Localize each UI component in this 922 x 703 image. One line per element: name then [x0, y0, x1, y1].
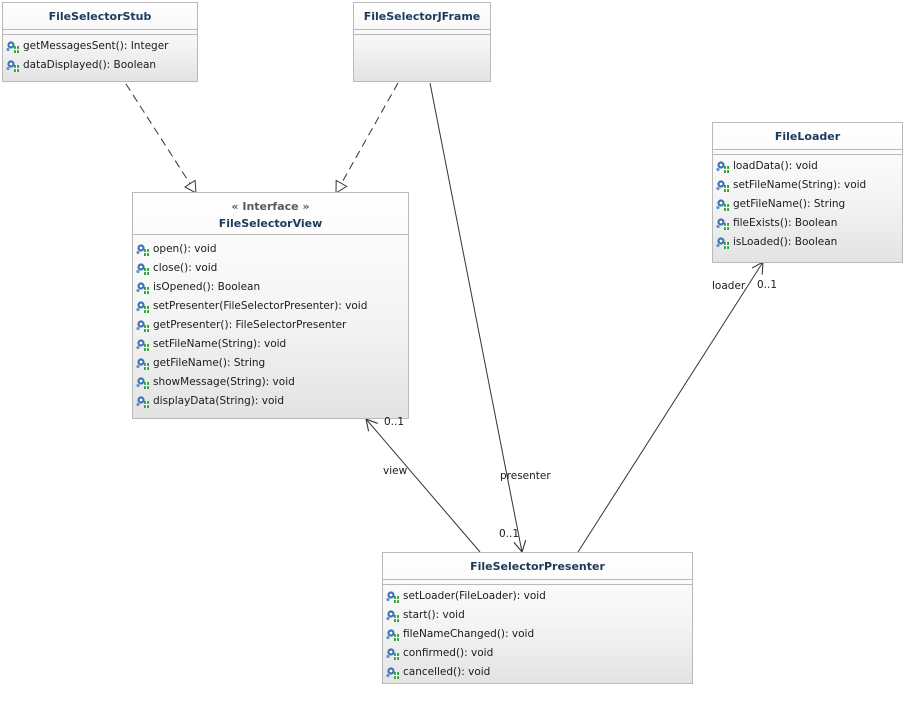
operations-compartment: getMessagesSent(): Integer dataDisplayed(… — [3, 35, 197, 75]
method-icon — [136, 338, 149, 351]
operation-row[interactable]: close(): void — [133, 259, 408, 278]
operation-label: close(): void — [153, 262, 218, 274]
operation-label: setPresenter(FileSelectorPresenter): voi… — [153, 300, 368, 312]
class-name: FileSelectorStub — [48, 10, 152, 23]
class-name: FileLoader — [774, 130, 841, 143]
operation-label: setFileName(String): void — [153, 338, 287, 350]
operation-row[interactable]: loadData(): void — [713, 157, 902, 176]
presenter-multiplicity-label: 0..1 — [499, 528, 520, 540]
operation-label: showMessage(String): void — [153, 376, 295, 388]
association-jframe-presenter — [429, 82, 527, 554]
operation-row[interactable]: setFileName(String): void — [713, 176, 902, 195]
operation-label: open(): void — [153, 243, 217, 255]
operation-row[interactable]: open(): void — [133, 240, 408, 259]
method-icon — [6, 59, 19, 72]
operation-row[interactable]: getFileName(): String — [133, 354, 408, 373]
operation-row[interactable]: setFileName(String): void — [133, 335, 408, 354]
class-file-loader[interactable]: FileLoader loadData(): void setFileName(S… — [712, 122, 903, 263]
loader-multiplicity-label: 0..1 — [757, 279, 778, 291]
operation-row[interactable]: getFileName(): String — [713, 195, 902, 214]
method-icon — [386, 590, 399, 603]
operation-row[interactable]: dataDisplayed(): Boolean — [3, 56, 197, 75]
operation-label: cancelled(): void — [403, 666, 491, 678]
operation-label: fileNameChanged(): void — [403, 628, 535, 640]
method-icon — [386, 647, 399, 660]
method-icon — [716, 160, 729, 173]
operations-compartment: open(): void close(): void isOpened(): Boo… — [133, 235, 408, 411]
class-file-selector-presenter[interactable]: FileSelectorPresenter setLoader(FileLoad… — [382, 552, 693, 684]
method-icon — [716, 236, 729, 249]
operation-row[interactable]: getPresenter(): FileSelectorPresenter — [133, 316, 408, 335]
view-role-label: view — [383, 465, 408, 477]
method-icon — [136, 300, 149, 313]
operation-row[interactable]: isLoaded(): Boolean — [713, 233, 902, 252]
operation-label: isOpened(): Boolean — [153, 281, 261, 293]
method-icon — [136, 357, 149, 370]
operation-label: start(): void — [403, 609, 465, 621]
operation-row[interactable]: confirmed(): void — [383, 644, 692, 663]
operation-row[interactable]: fileNameChanged(): void — [383, 625, 692, 644]
operation-row[interactable]: setLoader(FileLoader): void — [383, 587, 692, 606]
operation-label: getMessagesSent(): Integer — [23, 40, 169, 52]
association-presenter-view — [365, 418, 481, 553]
method-icon — [136, 281, 149, 294]
method-icon — [716, 217, 729, 230]
operation-row[interactable]: fileExists(): Boolean — [713, 214, 902, 233]
class-name: FileSelectorJFrame — [363, 10, 481, 23]
view-multiplicity-label: 0..1 — [384, 416, 405, 428]
presenter-role-label: presenter — [500, 470, 551, 482]
realization-stub-view — [125, 83, 197, 194]
method-icon — [6, 40, 19, 53]
stereotype-label: « Interface » — [231, 200, 310, 213]
operation-row[interactable]: getMessagesSent(): Integer — [3, 37, 197, 56]
operation-row[interactable]: showMessage(String): void — [133, 373, 408, 392]
class-name: FileSelectorView — [218, 217, 323, 230]
attribute-compartment — [713, 150, 902, 155]
operation-row[interactable]: cancelled(): void — [383, 663, 692, 682]
operations-compartment: loadData(): void setFileName(String): voi… — [713, 155, 902, 252]
method-icon — [716, 179, 729, 192]
class-file-selector-jframe[interactable]: FileSelectorJFrame — [353, 2, 491, 82]
method-icon — [386, 609, 399, 622]
attribute-compartment — [354, 30, 490, 35]
realization-jframe-view — [335, 82, 399, 194]
operation-label: fileExists(): Boolean — [733, 217, 838, 229]
method-icon — [386, 628, 399, 641]
operation-row[interactable]: start(): void — [383, 606, 692, 625]
attribute-compartment — [3, 30, 197, 35]
operation-label: getPresenter(): FileSelectorPresenter — [153, 319, 347, 331]
operation-label: displayData(String): void — [153, 395, 284, 407]
method-icon — [136, 319, 149, 332]
operation-label: loadData(): void — [733, 160, 818, 172]
method-icon — [136, 395, 149, 408]
operation-label: setLoader(FileLoader): void — [403, 590, 546, 602]
attribute-compartment — [383, 580, 692, 585]
method-icon — [386, 666, 399, 679]
method-icon — [716, 198, 729, 211]
method-icon — [136, 262, 149, 275]
class-name: FileSelectorPresenter — [470, 560, 605, 573]
operations-compartment: setLoader(FileLoader): void start(): void… — [383, 585, 692, 682]
loader-role-label: loader — [712, 280, 746, 292]
operation-label: getFileName(): String — [733, 198, 846, 210]
operation-label: isLoaded(): Boolean — [733, 236, 838, 248]
operation-row[interactable]: setPresenter(FileSelectorPresenter): voi… — [133, 297, 408, 316]
method-icon — [136, 376, 149, 389]
association-presenter-loader — [577, 261, 764, 553]
operation-label: confirmed(): void — [403, 647, 494, 659]
operation-row[interactable]: isOpened(): Boolean — [133, 278, 408, 297]
operation-label: setFileName(String): void — [733, 179, 867, 191]
operation-row[interactable]: displayData(String): void — [133, 392, 408, 411]
class-file-selector-view[interactable]: « Interface » FileSelectorView open(): v… — [132, 192, 409, 419]
operation-label: getFileName(): String — [153, 357, 266, 369]
class-file-selector-stub[interactable]: FileSelectorStub getMessagesSent(): Inte… — [2, 2, 198, 82]
method-icon — [136, 243, 149, 256]
operation-label: dataDisplayed(): Boolean — [23, 59, 157, 71]
